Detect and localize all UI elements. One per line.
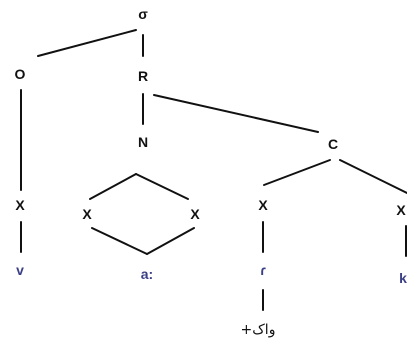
node-x-nucleus-right: X — [190, 206, 200, 222]
edge-sigma-onset — [37, 29, 137, 57]
segment-nucleus: a: — [140, 266, 154, 282]
segment-coda-right: k — [399, 270, 407, 286]
segment-onset: v — [16, 262, 24, 278]
edge-nucleus-x-right — [135, 173, 189, 200]
node-x-coda-left: X — [258, 197, 268, 213]
edge-coda-x-left — [263, 159, 331, 186]
gloss-label: واک+ — [240, 322, 276, 338]
edge-x-right-melody — [146, 227, 195, 255]
segment-coda-left: ɾ — [260, 262, 266, 278]
node-x-nucleus-left: X — [82, 206, 92, 222]
edge-x-left-melody — [91, 227, 148, 255]
edge-nucleus-x-left — [89, 173, 137, 200]
node-onset: O — [14, 66, 26, 82]
node-nucleus: N — [137, 134, 149, 150]
edge-coda-x-right — [339, 159, 407, 194]
node-x-coda-right: X — [396, 202, 406, 218]
edge-rhyme-coda — [153, 94, 319, 133]
node-x-onset: X — [15, 197, 25, 213]
node-coda: C — [327, 136, 339, 152]
node-rhyme: R — [137, 68, 149, 84]
node-sigma: σ — [138, 6, 148, 22]
